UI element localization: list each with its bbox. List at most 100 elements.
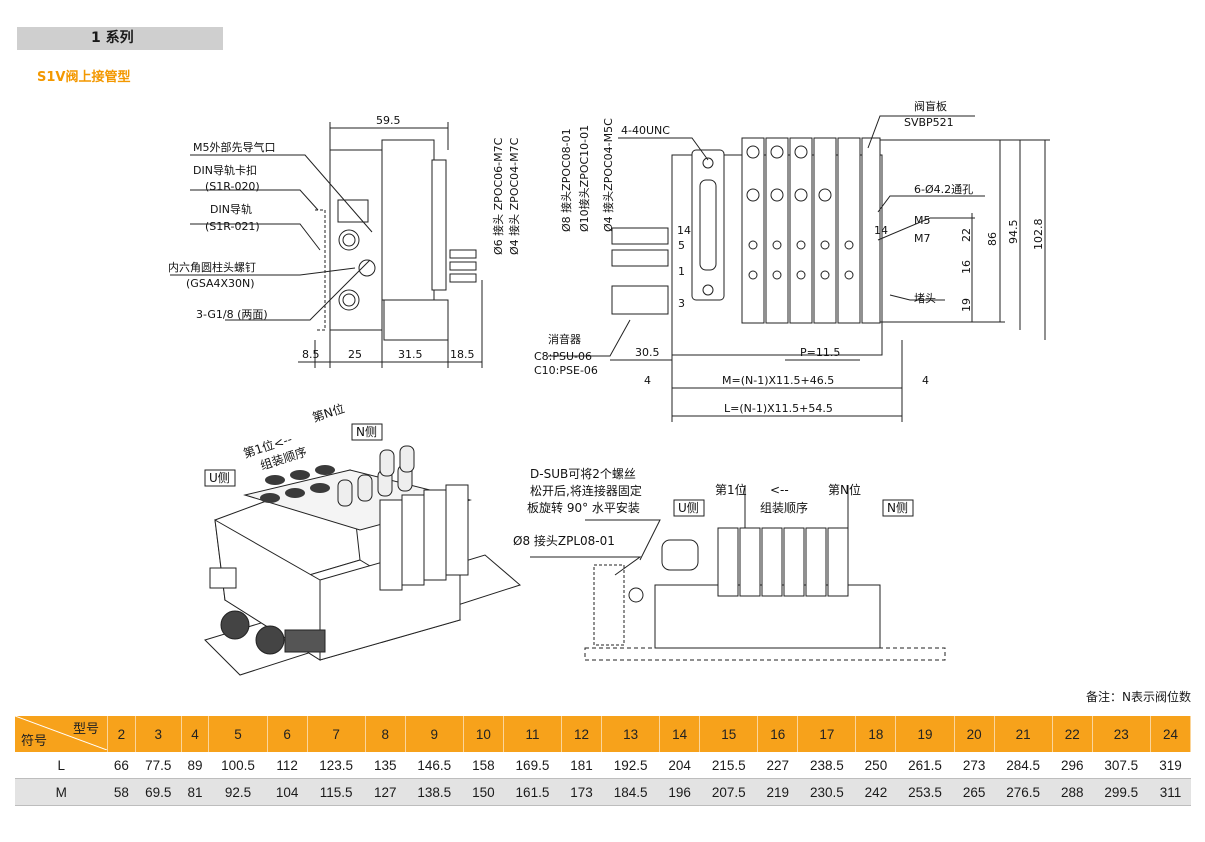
column-header: 10 <box>463 716 504 752</box>
table-cell: 219 <box>757 778 798 806</box>
dsub-label-order: 组装顺序 <box>760 500 808 515</box>
dsub-label-u-side: U侧 <box>678 501 699 515</box>
dsub-note-2: 松开后,将连接器固定 <box>530 483 642 498</box>
label-fit-zpoc04m5: Ø4 接头ZPOC04-M5C <box>602 118 615 232</box>
table-cell: 192.5 <box>601 752 660 779</box>
column-header: 3 <box>135 716 182 752</box>
corner-label-symbol: 符号 <box>21 733 48 748</box>
table-cell: 204 <box>659 752 700 779</box>
dim-8-5: 8.5 <box>302 348 320 361</box>
column-header: 24 <box>1150 716 1192 752</box>
table-cell: 250 <box>855 752 896 779</box>
dsub-label-pos1: 第1位 <box>715 482 747 497</box>
table-cell: 146.5 <box>405 752 464 779</box>
table-cell: 227 <box>757 752 798 779</box>
column-header: 23 <box>1092 716 1151 752</box>
row-label: M <box>15 778 108 806</box>
dsub-view-text: D-SUB可将2个螺丝 松开后,将连接器固定 板旋转 90° 水平安装 U侧 Ø… <box>513 467 914 548</box>
dim-pitch: P=11.5 <box>800 346 840 359</box>
label-din-rail-code: (S1R-021) <box>205 220 260 233</box>
column-header: 18 <box>855 716 897 752</box>
dim-4-right: 4 <box>922 374 929 387</box>
dim-16: 16 <box>960 260 973 274</box>
label-fit-zpoc06: Ø6 接头 ZPOC06-M7C <box>492 137 505 255</box>
table-cell: 265 <box>954 778 995 806</box>
table-cell: 115.5 <box>307 778 366 806</box>
dsub-label-arrow: <-- <box>770 483 789 497</box>
table-cell: 150 <box>463 778 504 806</box>
table-cell: 184.5 <box>601 778 660 806</box>
label-din-clip: DIN导轨卡扣 <box>193 163 257 177</box>
table-cell: 66 <box>107 752 136 779</box>
label-m7: M7 <box>914 232 931 245</box>
column-header: 11 <box>503 716 563 752</box>
dim-19: 19 <box>960 298 973 312</box>
table-cell: 81 <box>181 778 209 806</box>
column-header: 5 <box>208 716 268 752</box>
table-cell: 123.5 <box>307 752 366 779</box>
table-cell: 127 <box>365 778 406 806</box>
label-port-g18: 3-G1/8 (两面) <box>196 308 268 321</box>
table-cell: 311 <box>1150 778 1191 806</box>
table-cell: 138.5 <box>405 778 464 806</box>
column-header: 21 <box>994 716 1053 752</box>
dim-4-left: 4 <box>644 374 651 387</box>
table-cell: 273 <box>954 752 995 779</box>
product-subtitle: S1V阀上接管型 <box>37 70 131 85</box>
port-1: 1 <box>678 265 685 278</box>
row-label: L <box>15 752 108 779</box>
label-unc: 4-40UNC <box>621 124 670 137</box>
table-cell: 299.5 <box>1092 778 1151 806</box>
iso-label-n-side: N侧 <box>356 425 377 439</box>
table-cell: 173 <box>561 778 602 806</box>
table-cell: 207.5 <box>699 778 758 806</box>
table-cell: 215.5 <box>699 752 758 779</box>
label-silencer-c10: C10:PSE-06 <box>534 364 598 377</box>
table-corner-cell: 型号 符号 <box>15 716 108 752</box>
table-cell: 158 <box>463 752 504 779</box>
column-header: 16 <box>757 716 799 752</box>
dsub-note-3: 板旋转 90° 水平安装 <box>527 500 640 515</box>
dsub-label-n-side: N侧 <box>887 501 908 515</box>
table-cell: 135 <box>365 752 406 779</box>
column-header: 15 <box>699 716 759 752</box>
column-header: 9 <box>405 716 464 752</box>
table-cell: 58 <box>107 778 136 806</box>
column-header: 14 <box>659 716 701 752</box>
dim-59-5: 59.5 <box>376 114 401 127</box>
column-header: 20 <box>954 716 995 752</box>
dim-86: 86 <box>986 232 999 246</box>
table-cell: 169.5 <box>503 752 562 779</box>
technical-drawing: 59.5 M5外部先导气口 DIN导轨卡扣 (S1R-020) DIN导轨 (S… <box>168 99 1050 676</box>
table-cell: 161.5 <box>503 778 562 806</box>
table-cell: 253.5 <box>895 778 955 806</box>
port-5: 5 <box>678 239 685 252</box>
corner-diagonal <box>15 716 107 750</box>
iso-label-posn: 第N位 <box>310 400 346 424</box>
column-header: 4 <box>181 716 210 752</box>
column-header: 7 <box>307 716 366 752</box>
table-cell: 284.5 <box>994 752 1053 779</box>
dim-30-5: 30.5 <box>635 346 660 359</box>
table-cell: 276.5 <box>994 778 1053 806</box>
dim-25: 25 <box>348 348 362 361</box>
table-cell: 238.5 <box>797 752 856 779</box>
label-screw-code: (GSA4X30N) <box>186 277 255 290</box>
label-screw: 内六角圆柱头螺钉 <box>168 260 256 274</box>
side-view-text: 59.5 M5外部先导气口 DIN导轨卡扣 (S1R-020) DIN导轨 (S… <box>168 114 521 361</box>
dim-l-formula: L=(N-1)X11.5+54.5 <box>724 402 833 415</box>
label-holes: 6-Ø4.2通孔 <box>914 183 973 196</box>
series-title: 1 系列 <box>17 27 223 50</box>
table-cell: 112 <box>267 752 308 779</box>
label-silencer: 消音器 <box>548 332 581 346</box>
table-cell: 307.5 <box>1092 752 1151 779</box>
table-cell: 261.5 <box>895 752 955 779</box>
port-14-right: 14 <box>874 224 888 237</box>
table-cell: 230.5 <box>797 778 856 806</box>
dim-94-5: 94.5 <box>1007 220 1020 245</box>
label-silencer-c8: C8:PSU-06 <box>534 350 592 363</box>
label-fit-zpoc08: Ø8 接头ZPOC08-01 <box>560 128 573 232</box>
note-text: 备注：N表示阀位数 <box>1086 690 1191 704</box>
